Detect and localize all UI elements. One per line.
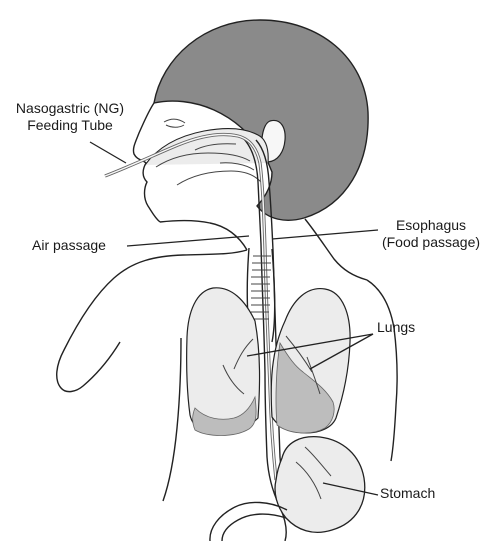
ng-tube-leader xyxy=(90,142,126,163)
ng-tube-label-line1: Nasogastric (NG) xyxy=(5,100,135,116)
lungs-label: Lungs xyxy=(377,319,415,335)
stomach xyxy=(210,437,365,541)
ng-tube-label-line2: Feeding Tube xyxy=(5,117,135,133)
esophagus-label-line1: Esophagus xyxy=(374,217,488,233)
esophagus-label-line2: (Food passage) xyxy=(374,234,488,250)
air-passage-leader xyxy=(127,236,249,246)
esophagus-leader xyxy=(272,230,378,239)
air-passage-label: Air passage xyxy=(32,237,106,253)
stomach-label: Stomach xyxy=(380,485,435,501)
